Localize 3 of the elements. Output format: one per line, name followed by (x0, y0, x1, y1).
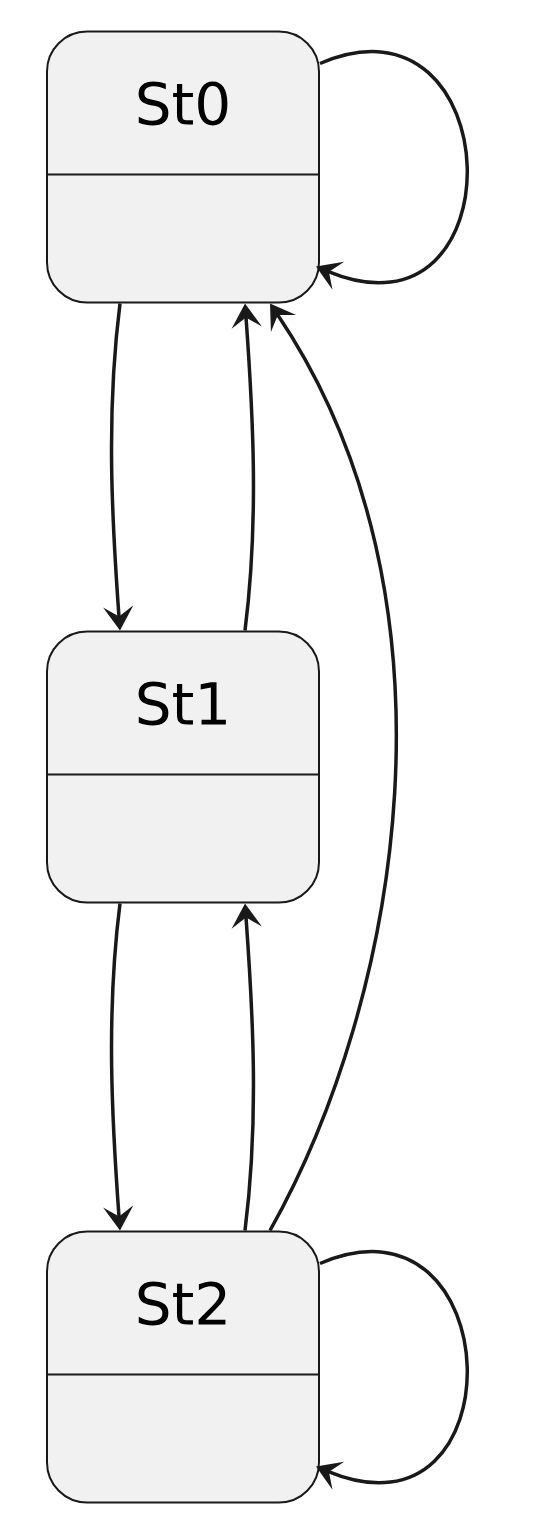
state-box: St0 (46, 30, 320, 304)
state-box: St1 (46, 630, 320, 904)
state-box: St2 (46, 1230, 320, 1504)
